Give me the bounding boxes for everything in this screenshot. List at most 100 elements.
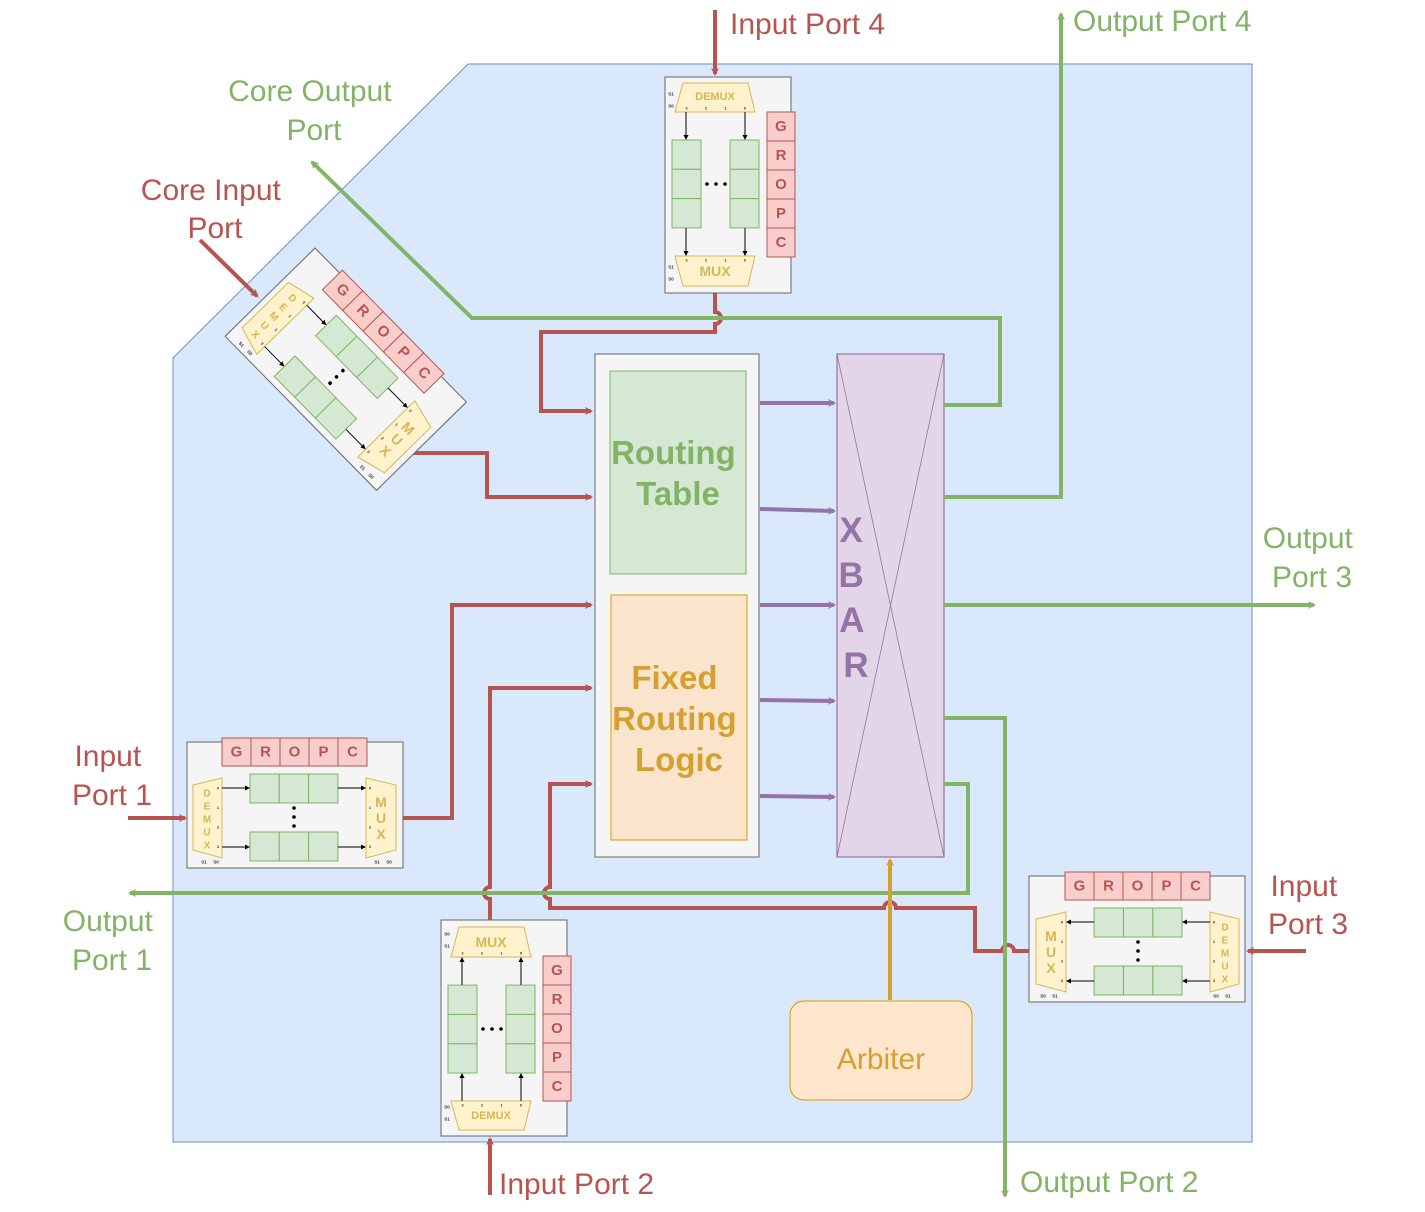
ellipsis-dot — [334, 375, 339, 379]
demux — [1209, 911, 1240, 993]
gropc-letter: P — [318, 744, 328, 761]
queue-slot — [356, 356, 399, 400]
port-number: 2 — [380, 436, 386, 442]
port-number: 3 — [685, 258, 688, 263]
select-label: S0 — [1040, 994, 1046, 999]
select-label: S0 — [668, 277, 674, 282]
queue-slot — [671, 139, 702, 170]
port-number: 2 — [705, 106, 708, 111]
xbar-label: X B A R — [838, 511, 873, 685]
gropc-letter: G — [1074, 878, 1086, 895]
port-number: 0 — [408, 408, 414, 414]
select-label: S1 — [201, 860, 207, 865]
input-port-1-label: Input Port 1 — [72, 740, 152, 812]
gropc-cell — [766, 227, 796, 258]
core-input-port-label: Core Input Port — [141, 174, 289, 245]
mux — [1035, 911, 1067, 993]
gropc-letter: C — [552, 1078, 563, 1095]
gropc-letter: G — [231, 744, 243, 761]
ellipsis-dot — [341, 368, 345, 373]
port-number: 3 — [217, 844, 220, 849]
mux-letter: X — [1046, 960, 1056, 976]
port-number: 3 — [1213, 978, 1216, 983]
demux-letter: M — [203, 815, 211, 826]
ellipsis-dot — [1136, 940, 1140, 944]
select-label: S0 — [213, 860, 219, 865]
gropc-letter: O — [551, 1020, 563, 1037]
select-label: S1 — [374, 860, 380, 865]
xbar-diagonal — [836, 353, 945, 858]
queue-slot — [505, 984, 536, 1015]
queue-arrow — [387, 387, 408, 408]
ellipsis-dot — [292, 815, 296, 819]
port-number: 3 — [366, 449, 372, 455]
ellipsis-dot — [499, 1027, 503, 1031]
output-port-1-line — [128, 782, 970, 897]
arbiter — [789, 1000, 973, 1101]
gropc-letter: R — [552, 991, 563, 1008]
ellipsis-dot — [723, 182, 727, 186]
mux — [450, 926, 532, 958]
demux-label: DEMUX — [471, 1110, 511, 1122]
select-label: S0 — [444, 1105, 450, 1110]
gropc-letter: R — [776, 147, 787, 164]
port-number: 1 — [1213, 939, 1216, 944]
queue-slot — [671, 168, 702, 200]
port-number: 2 — [1061, 959, 1064, 964]
core-to-routing — [410, 451, 593, 501]
mux-letter: M — [1045, 928, 1057, 944]
queue-slot — [1122, 965, 1154, 996]
port-number: 0 — [369, 786, 372, 791]
output-port-1-label: Output Port 1 — [63, 905, 161, 977]
queue-slot — [447, 1043, 478, 1074]
demux — [241, 281, 315, 356]
input-port-4-label: Input Port 4 — [730, 8, 885, 41]
input-port-4-to-routing — [539, 292, 723, 415]
output-port-3-label: Output Port 3 — [1263, 522, 1361, 594]
mux — [356, 400, 432, 474]
port-number: 3 — [461, 1103, 464, 1108]
ellipsis-dot — [490, 1027, 494, 1031]
demux-letter: M — [1221, 949, 1229, 960]
queue-slot — [249, 773, 280, 804]
select-label: S0 — [444, 932, 450, 937]
port-number: 1 — [724, 258, 727, 263]
gropc-cell — [1064, 871, 1095, 901]
gropc-letter: O — [289, 744, 301, 761]
gropc-letter: R — [260, 744, 271, 761]
queue-slot — [447, 984, 478, 1015]
mux — [365, 777, 397, 859]
queue-slot — [1152, 907, 1183, 938]
gropc-cell — [1180, 871, 1211, 901]
port-number: 1 — [287, 313, 293, 319]
fixed-routing-logic — [610, 594, 748, 841]
demux-letter: U — [1221, 962, 1228, 973]
select-label: S1 — [1225, 994, 1231, 999]
queue-slot — [1093, 965, 1124, 996]
queue-slot — [249, 831, 280, 862]
queue-slot — [1152, 965, 1183, 996]
core-input-arrow — [198, 238, 259, 298]
gropc-letter: R — [1103, 878, 1114, 895]
ellipsis-dot — [328, 381, 332, 385]
select-label: S1 — [444, 1117, 450, 1122]
port-number: 0 — [301, 300, 307, 306]
port-number: 1 — [1061, 939, 1064, 944]
select-label: S1 — [668, 92, 674, 97]
port-number: 2 — [481, 1103, 484, 1108]
port-number: 0 — [1213, 920, 1216, 925]
queue-slot — [671, 198, 702, 229]
mux-label: MUX — [475, 934, 507, 950]
queue-slot — [314, 397, 358, 440]
mux-label: MUX — [699, 263, 731, 279]
mux-letter: X — [376, 826, 386, 842]
demux — [674, 82, 756, 113]
ellipsis-dot — [714, 182, 718, 186]
gropc-letter: P — [776, 205, 786, 222]
gropc-cell — [1151, 871, 1182, 901]
gropc-letter: C — [1190, 878, 1201, 895]
